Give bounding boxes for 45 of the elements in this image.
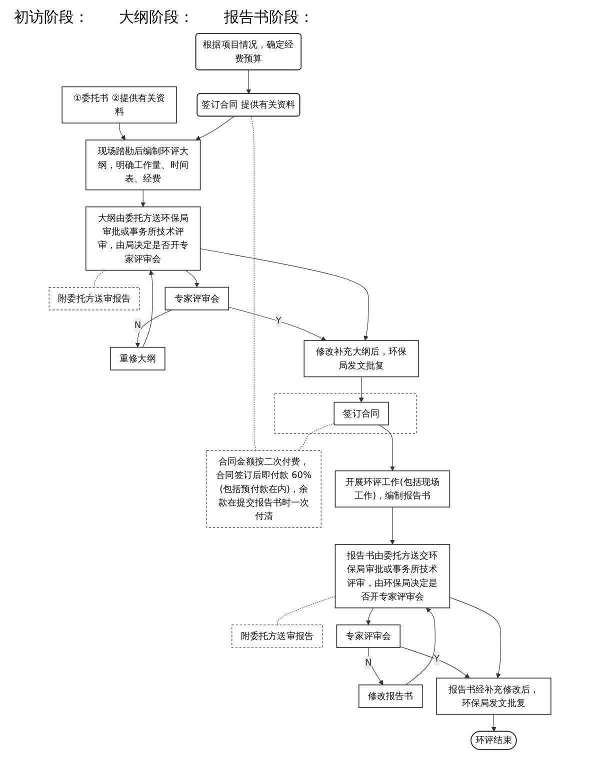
cluster: [274, 393, 417, 434]
arrow: [200, 248, 369, 341]
arrow: [378, 424, 395, 472]
node-box: 现场踏勘后编制环评大纲，明确工作量、时间表、经费: [85, 140, 201, 190]
arrow: [142, 270, 154, 348]
node-box: 重修大纲: [110, 346, 166, 370]
arrow: [368, 647, 384, 686]
node-box: 专家评审会: [336, 624, 401, 648]
arrow: [400, 646, 470, 678]
edge-label: Y: [434, 653, 440, 664]
arrow: [135, 310, 172, 348]
connector: [298, 423, 334, 451]
arrow: [119, 122, 126, 140]
node-box: 大纲由委托方送环保局审批或事务所技术评审，由局决定是否开专家评审会: [85, 206, 201, 271]
arrow: [366, 608, 374, 626]
node-box: 附委托方送审报告: [48, 287, 140, 310]
arrow: [358, 376, 364, 402]
arrow: [185, 270, 200, 288]
stage-label: 大纲阶段：: [119, 8, 194, 27]
connector: [94, 270, 105, 288]
node-box: ①委托书 ②提供有关资料: [62, 86, 177, 124]
edge-label: Y: [276, 314, 282, 326]
node-box: 修改报告书: [358, 684, 423, 708]
arrow: [405, 608, 436, 686]
arrow: [246, 70, 252, 94]
node-box: 签订合同: [334, 402, 389, 426]
node-box: 报告书经补充修改后，环保局发文批复: [436, 678, 552, 715]
node-box: 开展环评工作(包括现场工作)，编制报告书: [334, 470, 450, 508]
arrow: [228, 306, 326, 341]
edge-label: N: [365, 657, 372, 668]
node-box: 报告书由委托方送交环保局审批或事务所技术评审，由环保局决定是否开专家评审会: [334, 544, 450, 608]
arrow: [140, 190, 146, 208]
arrow: [491, 714, 496, 732]
node-box: 修改补充大纲后，环保局发文批复: [304, 340, 419, 378]
arrow: [390, 506, 395, 545]
stage-label: 初访阶段：: [14, 8, 89, 27]
arrow: [195, 116, 234, 140]
node-box: 附委托方送审报告: [232, 624, 323, 648]
connector: [250, 116, 256, 451]
node-box: 专家评审会: [164, 286, 230, 310]
arrow: [449, 597, 502, 678]
stage-label: 报告书阶段：: [224, 8, 314, 27]
connector: [276, 596, 336, 626]
node-box: 合同金额按二次付费，合同签订后即付款 60%(包括预付款在内)，余款在提交报告书时一次付清: [206, 450, 322, 528]
edge-label: N: [134, 320, 142, 330]
